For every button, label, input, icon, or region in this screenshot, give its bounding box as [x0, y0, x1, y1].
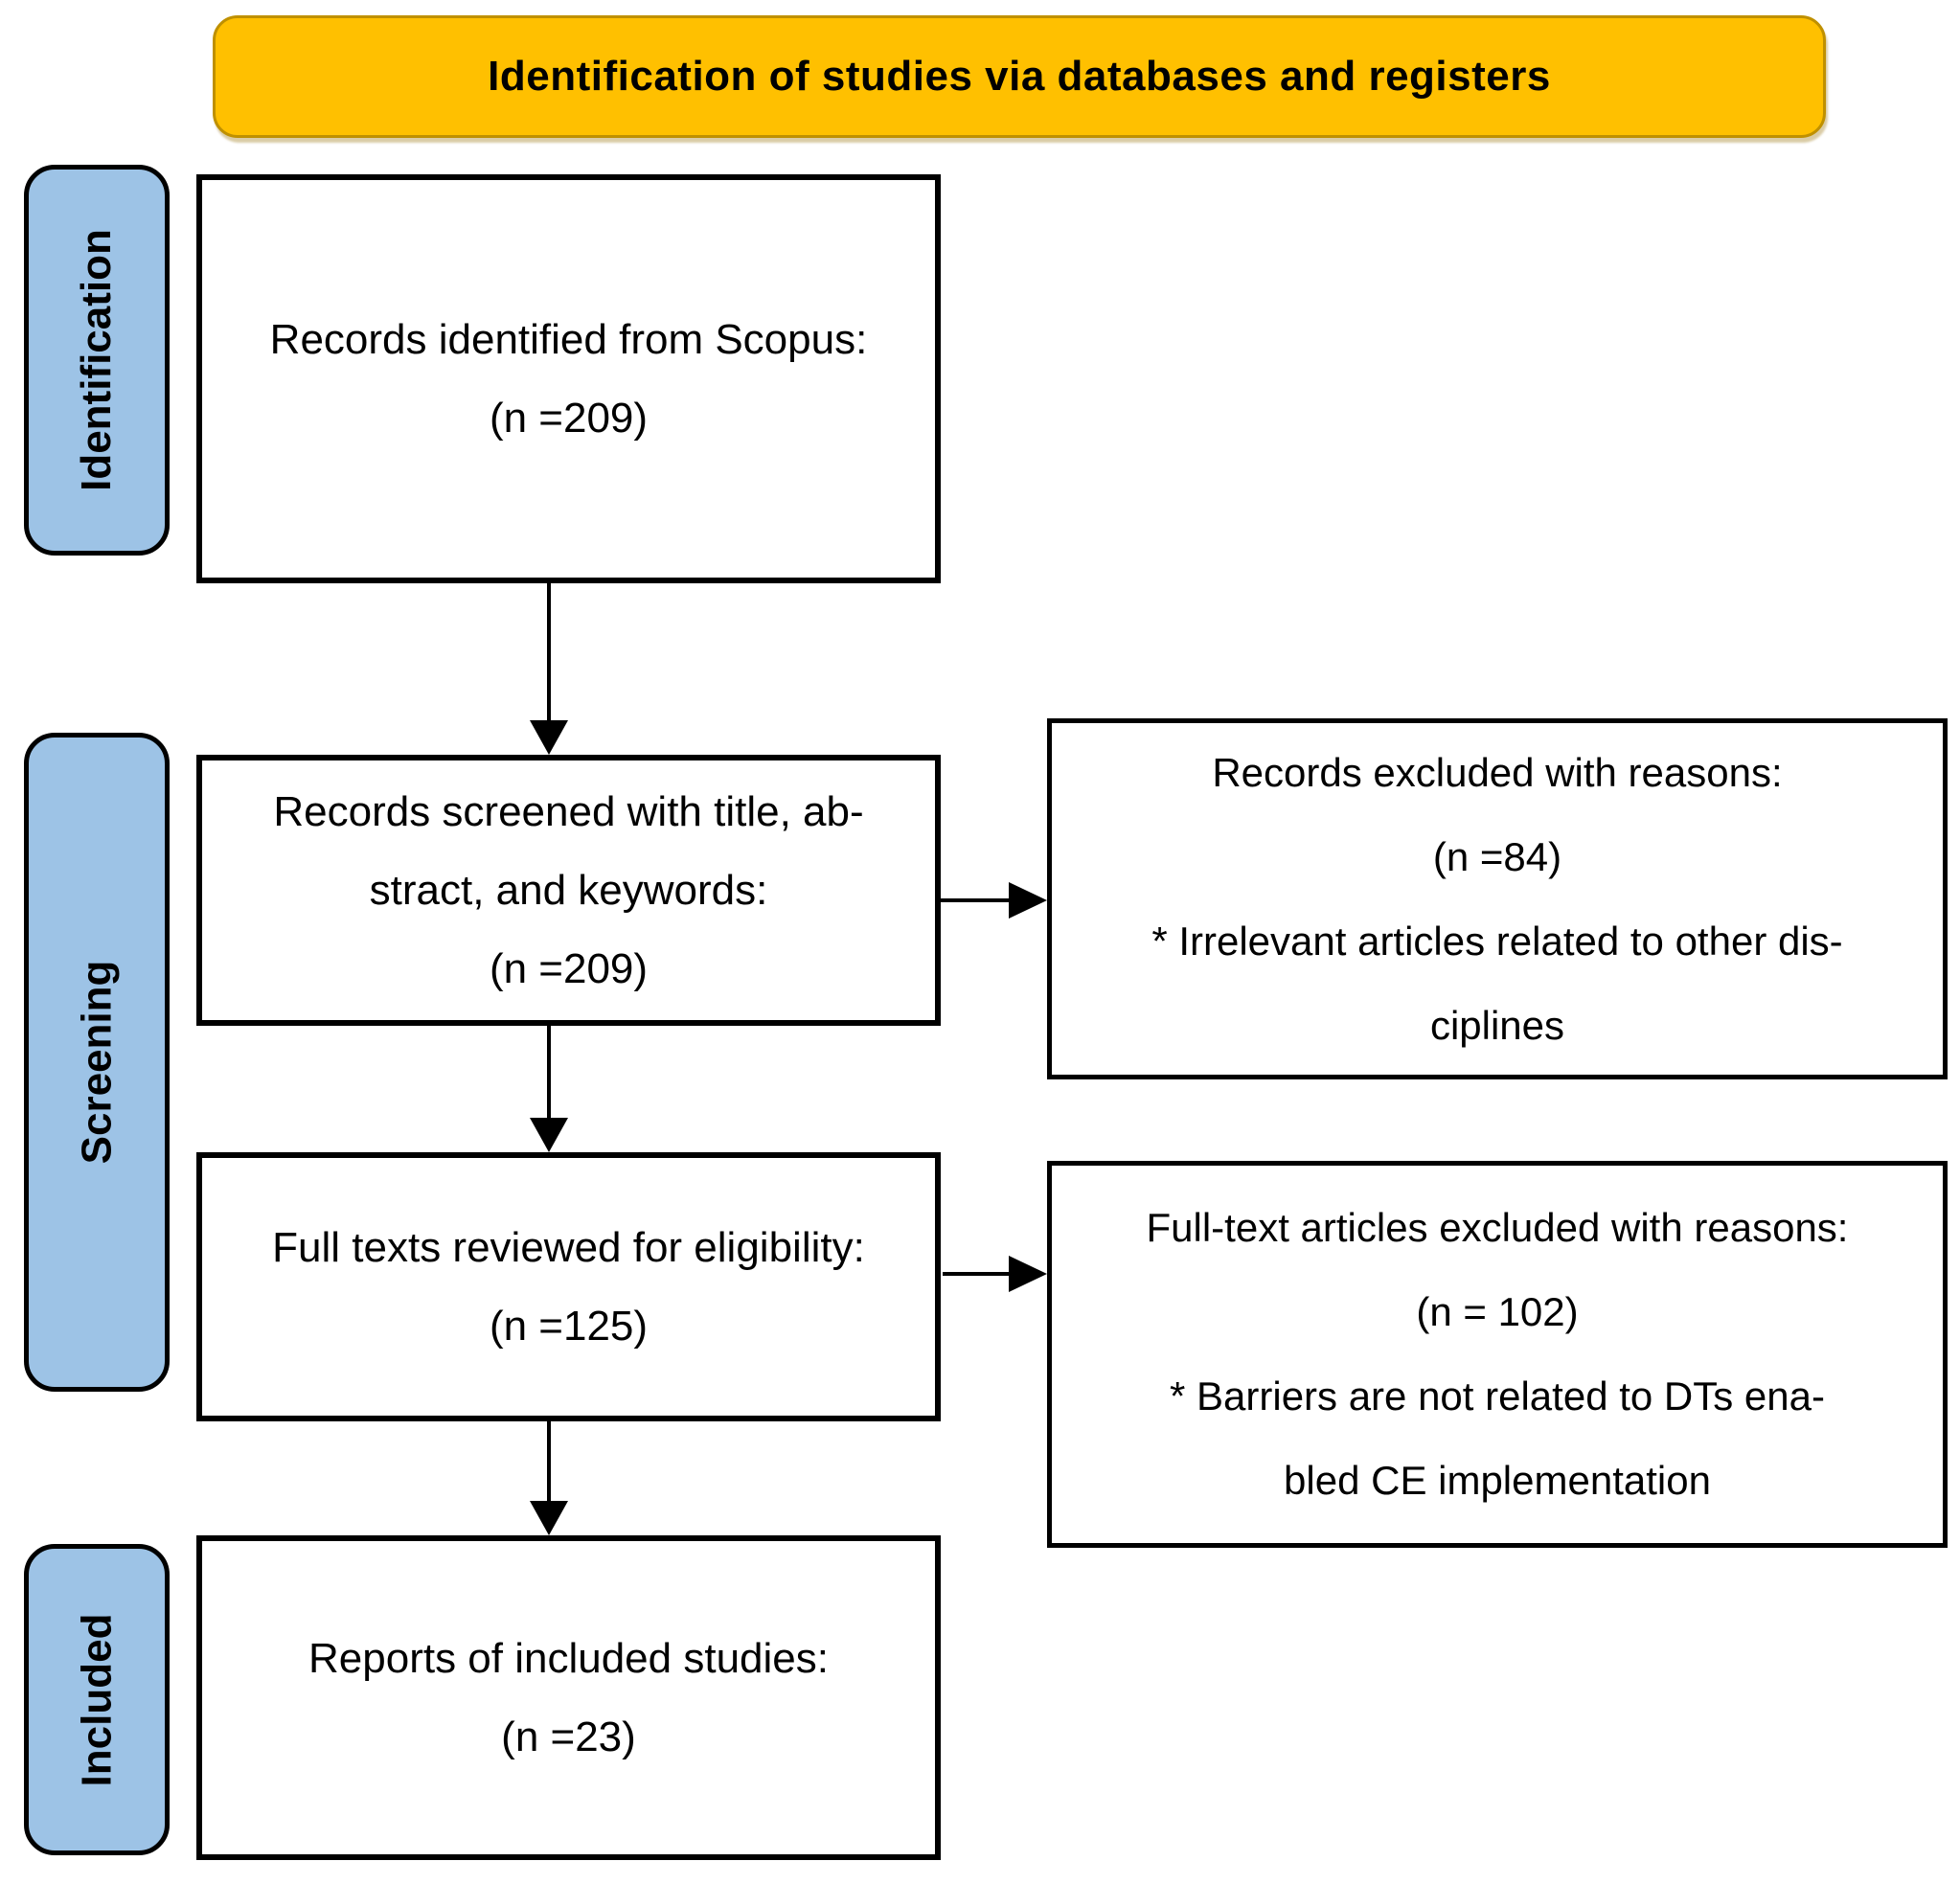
- box-fulltext-excluded-reason: * Barriers are not related to DTs ena-: [1170, 1373, 1825, 1419]
- stage-label-included-text: Included: [73, 1613, 120, 1786]
- banner-title: Identification of studies via databases …: [488, 53, 1551, 100]
- arrow-shaft: [547, 1026, 551, 1124]
- arrow-shaft: [941, 898, 1015, 902]
- stage-label-identification: Identification: [24, 165, 170, 556]
- stage-label-screening: Screening: [24, 733, 170, 1392]
- arrow-shaft: [547, 582, 551, 726]
- box-records-screened: Records screened with title, ab- stract,…: [196, 755, 941, 1026]
- box-records-identified: Records identified from Scopus: (n =209): [196, 174, 941, 583]
- box-records-excluded: Records excluded with reasons: (n =84) *…: [1047, 718, 1948, 1079]
- arrow-screened-to-fulltext: [530, 1026, 589, 1152]
- stage-label-screening-text: Screening: [73, 960, 120, 1165]
- arrow-identified-to-screened: [530, 582, 589, 755]
- box-records-screened-line: Records screened with title, ab-: [273, 787, 864, 835]
- box-records-excluded-reason: * Irrelevant articles related to other d…: [1151, 918, 1843, 964]
- box-fulltext-excluded-count: (n = 102): [1416, 1289, 1579, 1334]
- arrow-fulltext-to-included: [530, 1421, 589, 1535]
- box-records-screened-count: (n =209): [489, 944, 649, 992]
- arrow-head-down-icon: [530, 1501, 568, 1535]
- banner: Identification of studies via databases …: [213, 15, 1826, 138]
- box-records-excluded-reason: ciplines: [1429, 1002, 1565, 1048]
- arrow-shaft: [943, 1272, 1015, 1276]
- box-fulltexts-reviewed-count: (n =125): [489, 1302, 649, 1350]
- box-reports-included: Reports of included studies: (n =23): [196, 1535, 941, 1860]
- arrow-head-right-icon: [1009, 1256, 1047, 1292]
- arrow-head-right-icon: [1009, 882, 1047, 919]
- box-records-excluded-line: Records excluded with reasons:: [1212, 749, 1783, 795]
- box-records-screened-line: stract, and keywords:: [369, 866, 768, 914]
- box-records-identified-count: (n =209): [489, 394, 649, 442]
- stage-label-identification-text: Identification: [73, 229, 120, 491]
- box-fulltext-excluded: Full-text articles excluded with reasons…: [1047, 1161, 1948, 1548]
- arrow-fulltext-to-ftexcluded: [943, 1256, 1047, 1310]
- box-records-identified-line: Records identified from Scopus:: [269, 315, 868, 363]
- box-reports-included-count: (n =23): [501, 1713, 636, 1760]
- box-fulltexts-reviewed-line: Full texts reviewed for eligibility:: [272, 1223, 865, 1271]
- box-reports-included-line: Reports of included studies:: [308, 1634, 829, 1682]
- box-fulltext-excluded-line: Full-text articles excluded with reasons…: [1146, 1205, 1849, 1250]
- stage-label-included: Included: [24, 1544, 170, 1855]
- arrow-head-down-icon: [530, 1118, 568, 1152]
- box-records-excluded-count: (n =84): [1432, 833, 1562, 879]
- box-fulltext-excluded-reason: bled CE implementation: [1284, 1458, 1711, 1503]
- arrow-head-down-icon: [530, 720, 568, 755]
- box-fulltexts-reviewed: Full texts reviewed for eligibility: (n …: [196, 1152, 941, 1421]
- arrow-shaft: [547, 1421, 551, 1507]
- arrow-screened-to-excluded: [941, 882, 1047, 937]
